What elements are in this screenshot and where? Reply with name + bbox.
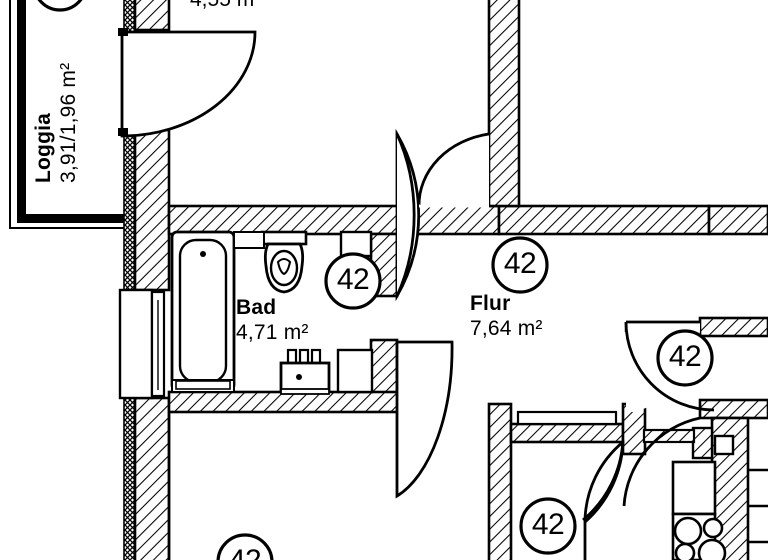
room-area-flur: 7,64 m² <box>470 316 543 340</box>
room-area-loggia: 3,91/1,96 m² <box>56 62 80 183</box>
marker-circle-bad <box>324 252 382 310</box>
bathtub-drain <box>200 251 206 257</box>
washbasin-drain <box>296 374 302 380</box>
clipped-area-text-top: 4,55 m² <box>190 0 261 12</box>
room-area-bad: 4,71 m² <box>236 320 309 344</box>
washbasin <box>279 348 331 395</box>
stove-burner-small-1 <box>702 517 724 539</box>
wall-kitchen <box>642 316 768 560</box>
room-label-loggia: Loggia 3,91/1,96 m² <box>32 0 88 183</box>
toilet <box>260 230 308 294</box>
door-flur-lower <box>395 340 454 499</box>
marker-circle-bottom-left <box>216 533 274 560</box>
bathtub <box>170 230 236 393</box>
room-name-flur: Flur <box>470 292 511 315</box>
wall-flur-bottom <box>487 402 647 560</box>
bath-cabinets <box>233 230 374 394</box>
unit-marker-bad: 42 <box>336 263 370 296</box>
marker-top-left-clipped <box>37 0 83 12</box>
room-label-flur: Flur 7,64 m² <box>470 292 543 342</box>
room-name-bad: Bad <box>236 296 277 319</box>
kitchen-fixtures <box>671 460 727 560</box>
room-label-bad: Bad 4,71 m² <box>236 296 309 346</box>
wall-bad-top <box>167 204 768 236</box>
marker-circle-bottom-centre <box>519 497 577 555</box>
unit-marker-bottom-centre: 42 <box>531 508 565 541</box>
door-kitchen <box>622 416 701 507</box>
wall-flur-right <box>487 0 521 208</box>
stove-burner-large-2 <box>697 538 727 560</box>
stove-burner-small-2 <box>674 542 696 560</box>
door-loggia <box>118 28 257 138</box>
door-flur-upper <box>417 132 490 208</box>
unit-marker-right: 42 <box>668 340 702 373</box>
stove-burner-large-1 <box>673 516 703 546</box>
door-bottom-centre <box>582 439 625 560</box>
wall-bad-bottom <box>167 390 401 414</box>
unit-marker-flur: 42 <box>503 247 537 280</box>
unit-marker-bottom-left: 42 <box>223 544 267 560</box>
marker-circle-right <box>656 329 714 387</box>
window-left-wall <box>118 288 166 400</box>
room-name-loggia: Loggia <box>32 112 55 183</box>
marker-circle-flur <box>491 236 549 294</box>
door-bad <box>395 128 421 302</box>
